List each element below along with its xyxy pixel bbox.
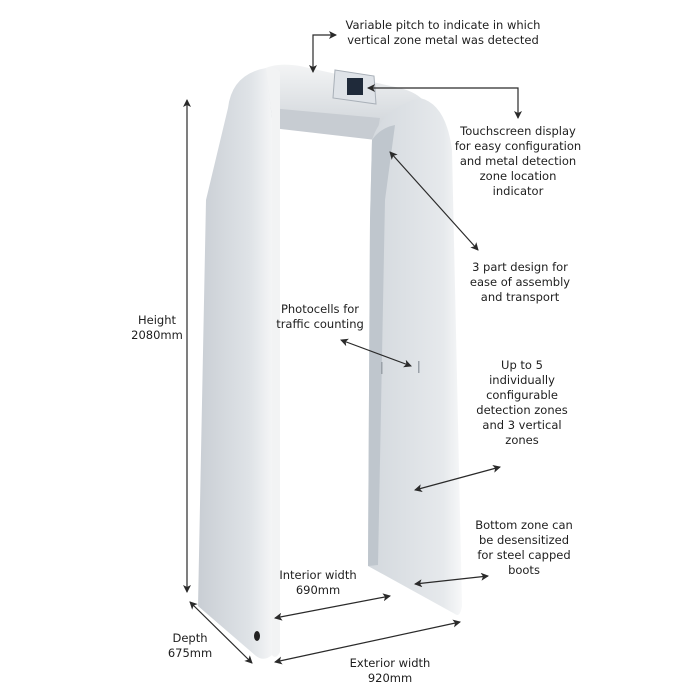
arrow-depth	[189, 601, 253, 664]
arrow-bottom-zone	[414, 572, 489, 588]
arrow-exterior-width	[274, 619, 461, 665]
label-line: for easy configuration	[454, 139, 582, 153]
label-photocells: Photocells for traffic counting	[276, 302, 364, 332]
left-pillar-edge	[266, 67, 280, 657]
label-line: Interior width	[279, 568, 357, 582]
power-socket	[254, 631, 260, 641]
arrow-touchscreen	[367, 84, 522, 119]
label-depth: Depth 675mm	[168, 631, 212, 661]
label-line: and 3 vertical	[482, 418, 562, 432]
crossbar-underside	[270, 108, 380, 140]
label-line: 920mm	[367, 671, 413, 685]
label-line: boots	[508, 563, 540, 577]
label-line: Variable pitch to indicate in which	[345, 18, 541, 32]
arrow-variable-pitch	[309, 31, 337, 73]
label-line: for steel capped	[477, 548, 571, 562]
photocell-left	[381, 362, 383, 374]
label-variable-pitch: Variable pitch to indicate in which vert…	[346, 18, 541, 48]
label-line: vertical zone metal was detected	[347, 33, 539, 47]
label-exterior-width: Exterior width 920mm	[350, 656, 431, 686]
left-pillar	[198, 68, 272, 659]
photocell-right	[418, 361, 420, 373]
label-line: Bottom zone can	[475, 518, 573, 532]
label-line: 690mm	[295, 583, 341, 597]
label-height: Height 2080mm	[131, 313, 183, 343]
label-line: zones	[505, 433, 539, 447]
label-line: ease of assembly	[469, 275, 571, 289]
label-line: Up to 5	[501, 358, 543, 372]
label-line: 675mm	[167, 646, 213, 660]
label-line: Height	[137, 313, 177, 327]
arrow-zones	[414, 464, 501, 493]
label-line: individually	[489, 373, 555, 387]
label-three-part: 3 part design for ease of assembly and t…	[470, 260, 570, 305]
label-line: configurable	[486, 388, 558, 402]
arrow-three-part	[389, 151, 479, 251]
label-line: 2080mm	[131, 328, 183, 342]
label-line: be desensitized	[478, 533, 570, 547]
label-touchscreen: Touchscreen display for easy configurati…	[455, 124, 581, 199]
touchscreen-display	[347, 78, 363, 95]
label-bottom-zone: Bottom zone can be desensitized for stee…	[475, 518, 573, 578]
label-line: zone location	[479, 169, 557, 183]
arrow-interior-width	[274, 593, 391, 621]
label-line: 3 part design for	[472, 260, 568, 274]
label-line: Exterior width	[349, 656, 431, 670]
arrow-photocells	[340, 338, 412, 368]
label-line: Touchscreen display	[460, 124, 576, 138]
label-line: indicator	[492, 184, 544, 198]
label-line: Depth	[172, 631, 208, 645]
label-line: detection zones	[476, 403, 568, 417]
label-zones: Up to 5 individually configurable detect…	[476, 358, 567, 448]
label-line: and transport	[480, 290, 560, 304]
label-line: traffic counting	[276, 317, 364, 331]
label-line: Photocells for	[280, 302, 360, 316]
label-line: and metal detection	[459, 154, 577, 168]
label-interior-width: Interior width 690mm	[279, 568, 356, 598]
